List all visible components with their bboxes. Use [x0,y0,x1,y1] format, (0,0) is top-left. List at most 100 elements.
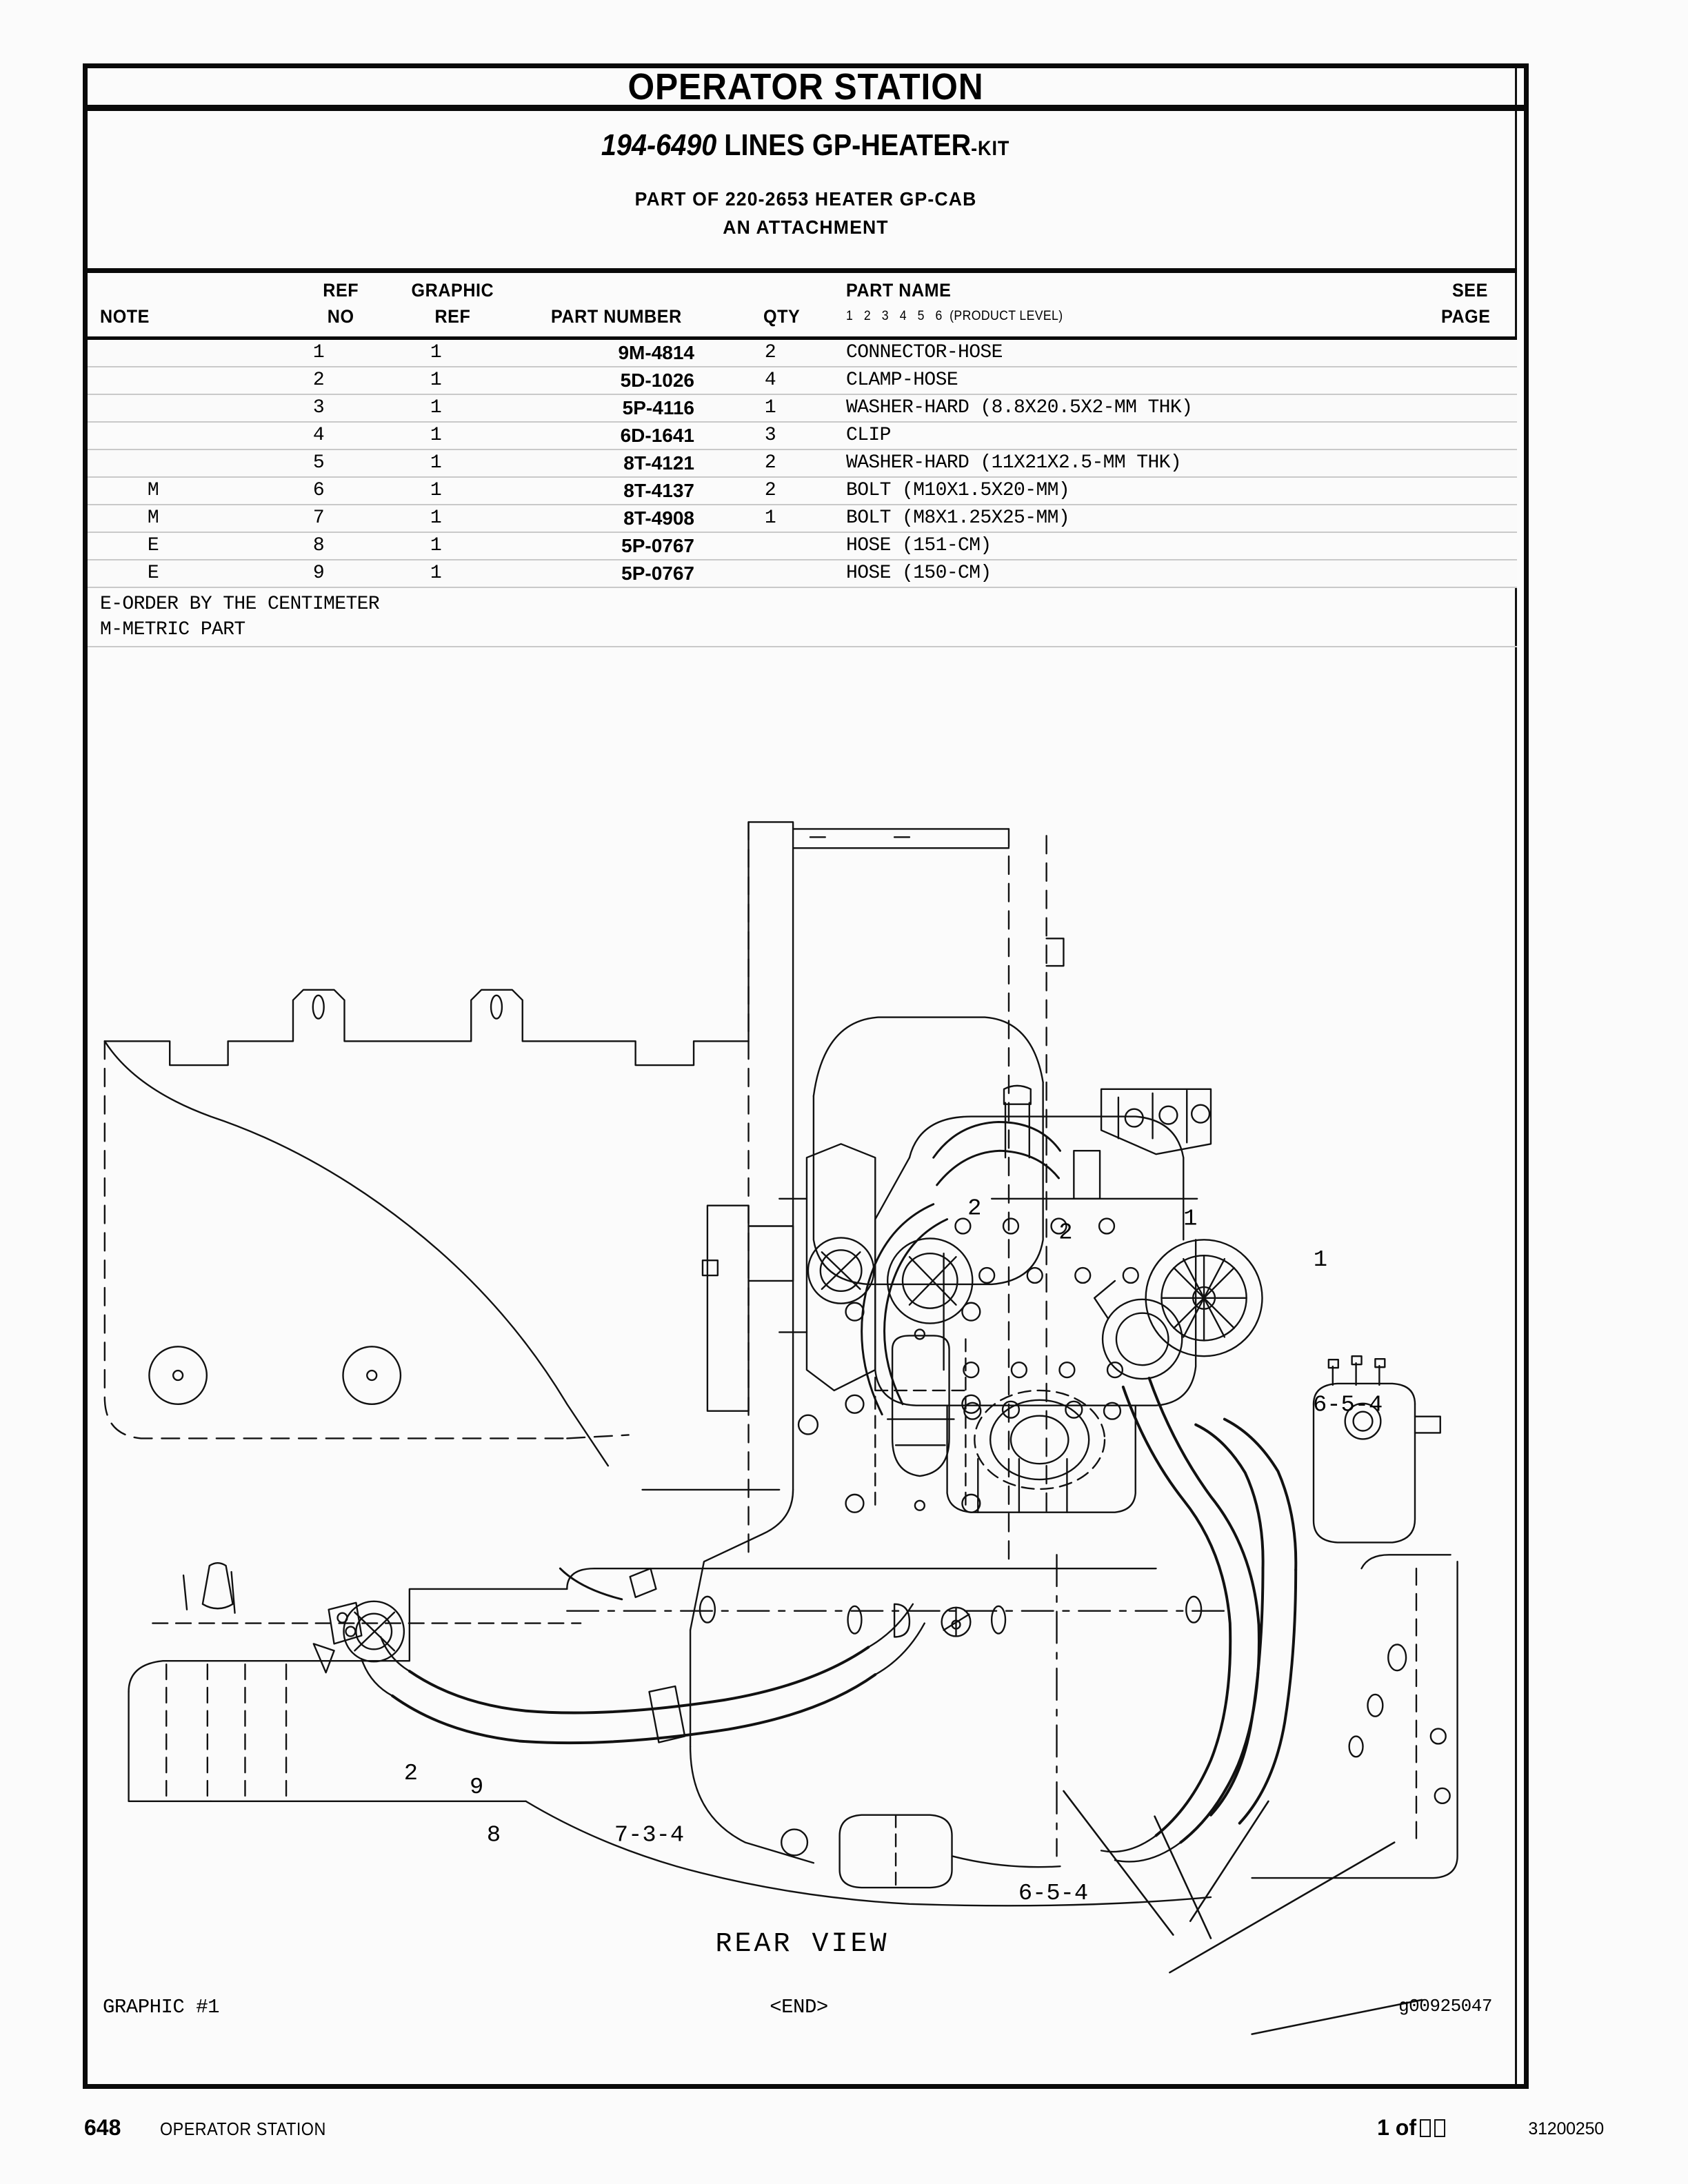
col-header-qty: QTY [763,306,801,327]
cell-qty: 1 [764,507,776,529]
cell-graphic-ref: 1 [430,342,442,363]
cell-qty: 4 [764,370,776,391]
cell-graphic-ref: 1 [430,425,442,446]
callout-label: 2 [404,1761,418,1787]
col-header-see-2: PAGE [1441,306,1491,327]
cell-graphic-ref: 1 [430,507,442,529]
cell-ref-no: 1 [312,342,325,363]
cell-qty: 3 [764,425,776,446]
cell-part-name: BOLT (M10X1.5X20-MM) [846,480,1070,501]
cell-part-number: 8T-4908 [623,507,694,529]
footer-page-of: 1 of [1377,2115,1445,2141]
parts-table: NOTE REF NO GRAPHIC REF PART NUMBER QTY … [88,268,1517,647]
cell-graphic-ref: 1 [430,452,442,474]
callout-label: 7-3-4 [614,1822,684,1848]
cell-part-name: CONNECTOR-HOSE [846,342,1003,363]
col-header-note: NOTE [100,306,150,327]
col-header-see-1: SEE [1452,280,1489,301]
table-header-rule [88,336,1517,340]
col-header-graphic-2: REF [434,306,471,327]
callout-label: 1 [1314,1247,1327,1273]
cell-graphic-ref: 1 [430,397,442,418]
graphic-footer: GRAPHIC #1 <END> g00925047 [88,1996,1510,2023]
product-level-label: (PRODUCT LEVEL) [950,309,1063,323]
cell-note: M [147,507,159,529]
cell-qty: 2 [764,452,776,474]
callout-label: 2 [967,1196,981,1222]
cell-part-name: WASHER-HARD (8.8X20.5X2-MM THK) [846,397,1193,418]
assembly-suffix: -KIT [971,137,1010,160]
part-of-line: PART OF 220-2653 HEATER GP-CAB [634,188,977,210]
footer-document-id: 31200250 [1528,2119,1604,2138]
table-row[interactable]: M 7 1 8T-4908 1 BOLT (M8X1.25X25-MM) [88,505,1517,533]
cell-note: M [147,480,159,501]
cell-part-number: 8T-4137 [623,480,694,501]
col-header-ref-no-2: NO [327,306,354,327]
section-title-band: OPERATOR STATION [88,68,1524,111]
cell-ref-no: 4 [312,425,325,446]
table-row[interactable]: E 9 1 5P-0767 HOSE (150-CM) [88,560,1517,588]
callout-label: 1 [1183,1206,1197,1233]
cell-part-number: 5P-0767 [621,535,694,556]
cell-ref-no: 8 [312,535,325,556]
cell-graphic-ref: 1 [430,563,442,584]
graphic-label: GRAPHIC #1 [103,1996,220,2019]
col-header-graphic-1: GRAPHIC [411,280,494,301]
page-frame: OPERATOR STATION 194-6490 LINES GP-HEATE… [83,63,1529,2089]
cell-note: E [147,563,159,584]
table-row[interactable]: M 6 1 8T-4137 2 BOLT (M10X1.5X20-MM) [88,478,1517,505]
table-header-row: NOTE REF NO GRAPHIC REF PART NUMBER QTY … [88,273,1517,336]
attachment-line: AN ATTACHMENT [723,216,889,238]
graphic-image-id: g00925047 [1398,1996,1492,2016]
cell-part-number: 5D-1026 [620,370,694,391]
cell-qty: 2 [764,480,776,501]
cell-ref-no: 6 [312,480,325,501]
cell-part-name: WASHER-HARD (11X21X2.5-MM THK) [846,452,1182,474]
cell-part-name: BOLT (M8X1.25X25-MM) [846,507,1070,529]
frame-inner-rule [1515,68,1517,2084]
cell-ref-no: 5 [312,452,325,474]
cell-part-name: HOSE (150-CM) [846,563,992,584]
footer-section: OPERATOR STATION [160,2119,326,2139]
col-header-part-number: PART NUMBER [551,306,682,327]
callout-label: 9 [470,1775,483,1801]
callout-label: 6-5-4 [1018,1881,1088,1907]
assembly-context: PART OF 220-2653 HEATER GP-CAB AN ATTACH… [123,185,1488,241]
col-header-part-name: PART NAME [846,280,952,301]
col-header-product-level: 1 2 3 4 5 6 (PRODUCT LEVEL) [846,309,1063,324]
end-marker: <END> [770,1996,828,2019]
product-level-numbers: 1 2 3 4 5 6 [846,309,946,323]
assembly-title-row: 194-6490 LINES GP-HEATER-KIT [88,111,1524,180]
table-top-rule [88,268,1517,273]
cell-ref-no: 7 [312,507,325,529]
cell-part-name: CLAMP-HOSE [846,370,958,391]
assembly-title: 194-6490 LINES GP-HEATER-KIT [601,128,1009,163]
missing-glyph-icon-2 [1434,2119,1445,2137]
cell-qty: 2 [764,342,776,363]
view-label: REAR VIEW [715,1929,890,1960]
cell-part-number: 5P-0767 [621,563,694,584]
footnote: E-ORDER BY THE CENTIMETER [100,594,380,615]
cell-graphic-ref: 1 [430,535,442,556]
cell-part-name: CLIP [846,425,891,446]
col-header-ref-no-1: REF [323,280,359,301]
footer-page-number: 648 [84,2115,121,2140]
section-title: OPERATOR STATION [627,65,984,108]
cell-ref-no: 3 [312,397,325,418]
callout-label: 2 [1058,1220,1072,1246]
assembly-name: LINES GP-HEATER [724,128,972,162]
cell-graphic-ref: 1 [430,480,442,501]
cell-ref-no: 9 [312,563,325,584]
